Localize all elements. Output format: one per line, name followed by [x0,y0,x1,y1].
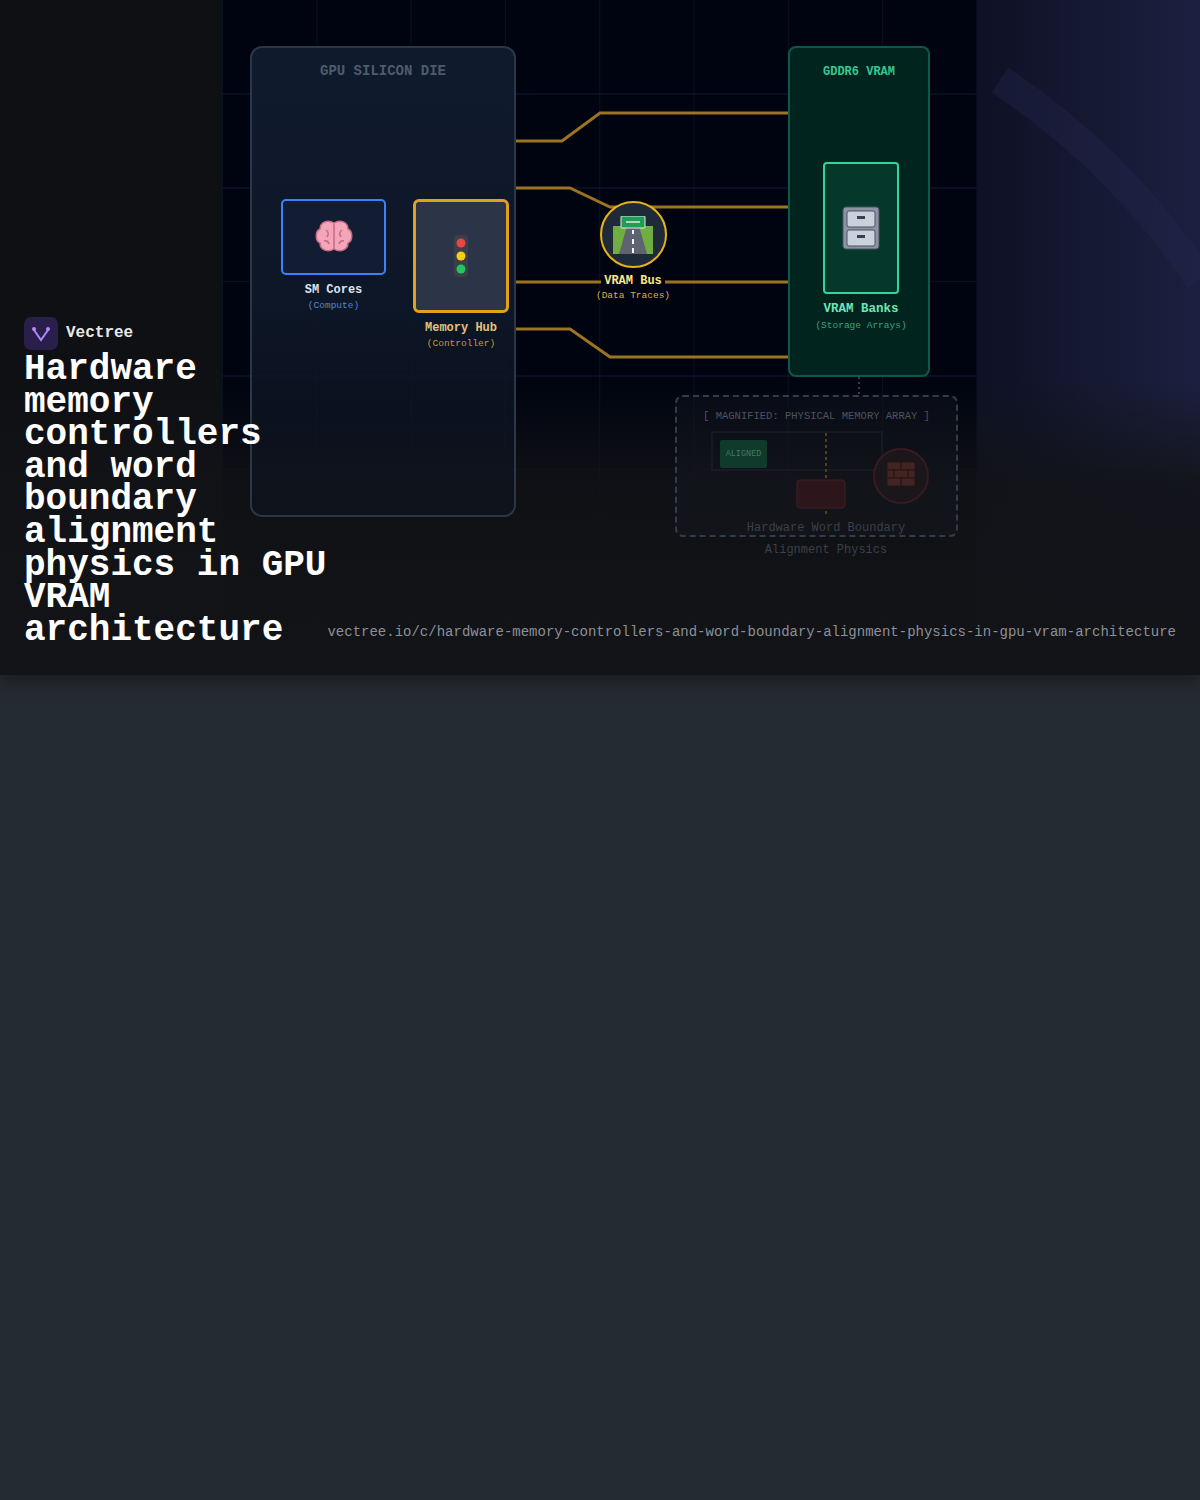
frame-box: GDDR6 VRAM VRAM Banks (Storage Arrays) [788,46,930,377]
node-label: VRAM Banks [823,302,898,317]
bus-trace [516,188,788,207]
icon [841,206,881,250]
bus-trace [516,113,788,141]
component-node: Memory Hub (Controller) [403,199,519,350]
node-label: [ MAGNIFIED: PHYSICAL MEMORY ARRAY ] [677,397,956,423]
node-label: GDDR6 VRAM [790,48,928,79]
component-box [823,162,899,294]
page-title: Hardware memory controllers and word bou… [24,354,342,647]
frame-box: ALIGNED [720,440,767,468]
bus-node: VRAM Bus (Data Traces) [581,201,685,302]
brand-logo [24,317,58,350]
node-label: Memory Hub [425,321,497,335]
bus-circle [600,201,667,268]
bus-trace [516,329,788,357]
node-label: ALIGNED [726,449,762,459]
frame-box: GPU SILICON DIE SM Cores (Compute) Memory H… [250,46,516,517]
leader-connector [858,377,860,395]
component-node: VRAM Banks (Storage Arrays) [803,162,919,331]
component-node: SM Cores (Compute) [274,199,393,312]
caption-line: Hardware Word Boundary [676,521,976,535]
icon [452,234,470,278]
node-label: GPU SILICON DIE [252,48,514,80]
brand-name: Vectree [66,324,133,342]
node-label: SM Cores [305,283,363,297]
node-sublabel: (Data Traces) [593,290,673,301]
url-text: vectree.io/c/hardware-memory-controllers… [327,624,1176,640]
node-sublabel: (Compute) [308,300,359,311]
frame-box: [ MAGNIFIED: PHYSICAL MEMORY ARRAY ] ALIG… [675,395,958,537]
icon [613,216,653,254]
icon [314,219,354,255]
node-label: VRAM Bus [601,274,665,288]
caption-line: Alignment Physics [676,543,976,557]
node-sublabel: (Controller) [427,338,495,349]
component-box [281,199,386,275]
component-box [413,199,509,313]
node-sublabel: (Storage Arrays) [815,320,906,331]
card: GPU SILICON DIE SM Cores (Compute) Memory H… [0,0,1200,675]
